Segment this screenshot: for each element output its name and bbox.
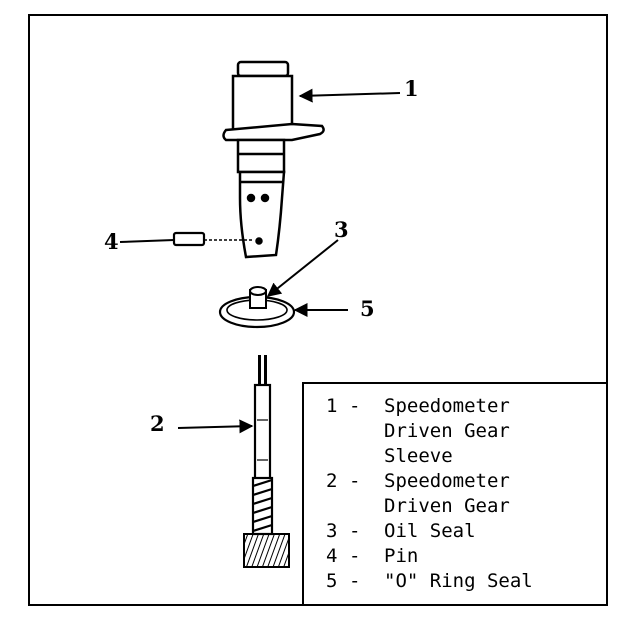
leader-arrows [119, 88, 401, 434]
legend-item: 1 - Speedometer Driven Gear Sleeve [304, 394, 606, 469]
callout-2: 2 [150, 411, 165, 436]
legend-item: 4 - Pin [304, 544, 606, 569]
legend-text: "O" Ring Seal [384, 570, 533, 592]
legend-number: 4 [326, 545, 338, 567]
legend-dash: - [349, 570, 361, 592]
legend-dash: - [349, 545, 361, 567]
callout-3: 3 [334, 217, 349, 242]
legend-text: Speedometer Driven Gear [384, 470, 510, 517]
legend-text: Pin [384, 545, 419, 567]
legend-item: 2 - Speedometer Driven Gear [304, 469, 606, 519]
legend-number: 1 [326, 395, 338, 417]
legend-item: 5 - "O" Ring Seal [304, 569, 606, 594]
legend-number: 3 [326, 520, 338, 542]
legend-text: Oil Seal [384, 520, 476, 542]
callout-4: 4 [104, 229, 119, 254]
pin [172, 231, 252, 247]
driven-gear-sleeve [222, 60, 325, 259]
legend-item: 3 - Oil Seal [304, 519, 606, 544]
legend-box: 1 - Speedometer Driven Gear Sleeve 2 - S… [302, 382, 606, 604]
legend-dash: - [349, 520, 361, 542]
callout-1: 1 [404, 76, 419, 101]
legend-dash: - [349, 470, 361, 492]
oil-seal-and-o-ring [218, 286, 296, 329]
driven-gear [243, 355, 290, 568]
legend-number: 5 [326, 570, 338, 592]
legend-number: 2 [326, 470, 338, 492]
legend-text: Speedometer Driven Gear Sleeve [384, 395, 510, 467]
legend-dash: - [349, 395, 361, 417]
callout-5: 5 [360, 296, 375, 321]
